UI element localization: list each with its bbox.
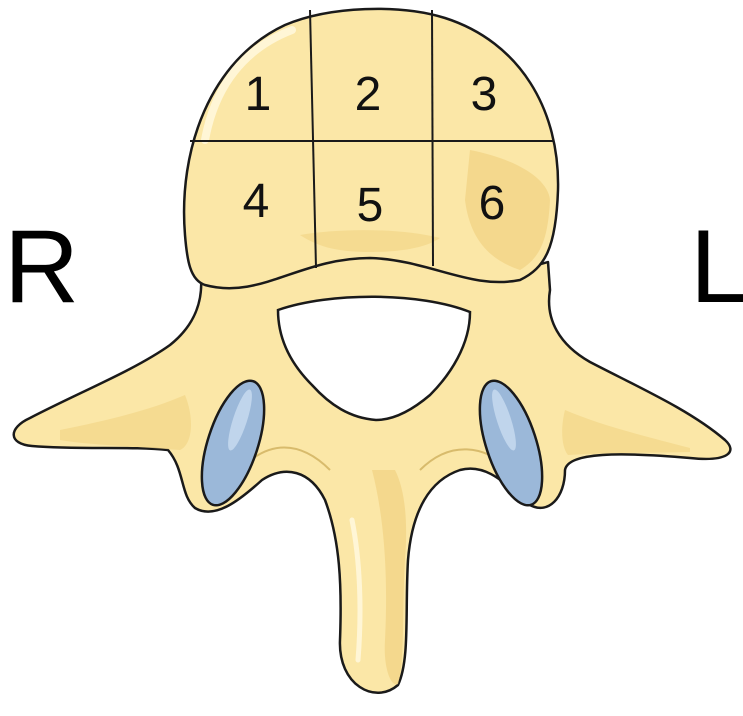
zone-label-4: 4	[243, 175, 270, 228]
arch-shade-right	[60, 395, 192, 450]
body-highlight	[201, 26, 296, 144]
grid-line-vertical-1	[309, 9, 317, 269]
spinous-highlight	[349, 517, 363, 663]
arch-shape	[12, 253, 732, 694]
zone-label-2: 2	[355, 68, 382, 121]
spinous-shade	[372, 470, 407, 685]
body-shade	[465, 150, 550, 270]
body-outline	[182, 7, 560, 290]
left-articular-facet	[478, 379, 544, 507]
right-articular-facet	[200, 379, 266, 507]
right-side-label: R	[4, 209, 79, 325]
zone-label-6: 6	[479, 177, 506, 230]
left-side-label: L	[690, 209, 743, 325]
vertebral-foramen	[276, 295, 472, 422]
zone-label-5: 5	[357, 179, 384, 232]
left-facet-highlight	[492, 389, 516, 451]
vertebral-arch	[12, 253, 732, 694]
arch-shade-left	[562, 410, 690, 455]
zone-labels: 1 2 3 4 5 6	[243, 68, 506, 232]
right-facet-highlight	[228, 389, 252, 451]
zone-grid	[190, 9, 554, 269]
grid-line-vertical-2	[431, 9, 434, 267]
vertebral-body: 1 2 3 4 5 6	[182, 7, 560, 290]
zone-label-1: 1	[245, 68, 272, 121]
zone-label-3: 3	[471, 68, 498, 121]
body-bottom-shade	[300, 230, 440, 252]
